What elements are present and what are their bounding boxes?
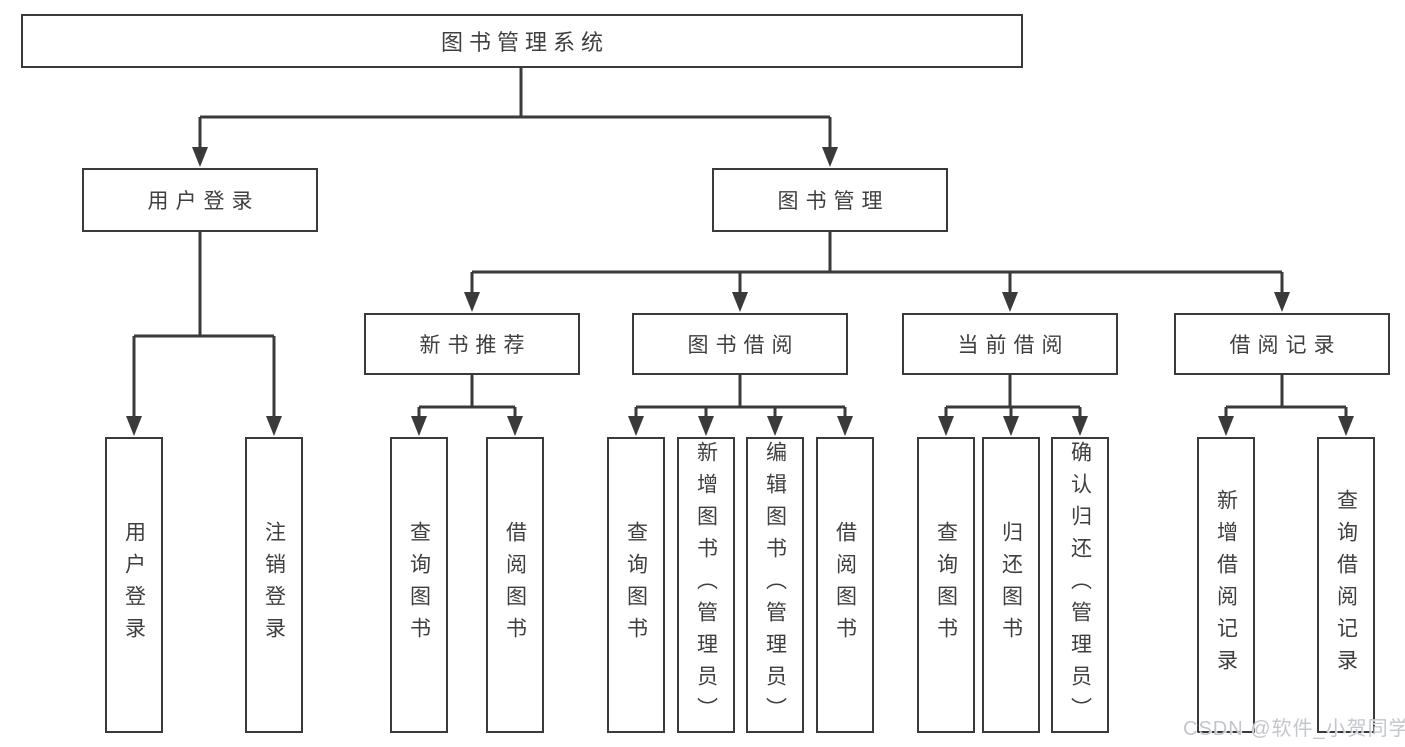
node-leaf-confirm-return-admin: 确认归还（管理员） — [1051, 437, 1109, 733]
node-borrow-record: 借阅记录 — [1174, 313, 1390, 375]
node-leaf-query-books-borrow: 查询图书 — [607, 437, 665, 733]
node-leaf-borrow-books-recommend: 借阅图书 — [486, 437, 544, 733]
node-book-management: 图书管理 — [712, 168, 948, 232]
node-leaf-return-books: 归还图书 — [982, 437, 1040, 733]
node-leaf-query-books-current: 查询图书 — [917, 437, 975, 733]
node-leaf-user-login: 用户登录 — [105, 437, 163, 733]
node-current-borrow: 当前借阅 — [902, 313, 1118, 375]
node-leaf-query-books-recommend: 查询图书 — [390, 437, 448, 733]
node-new-book-recommend: 新书推荐 — [364, 313, 580, 375]
node-book-borrow: 图书借阅 — [632, 313, 848, 375]
node-book-management-system: 图书管理系统 — [21, 14, 1023, 68]
node-leaf-add-borrow-record: 新增借阅记录 — [1197, 437, 1255, 733]
node-leaf-edit-books-admin: 编辑图书（管理员） — [746, 437, 804, 733]
arrowheads — [126, 147, 1354, 436]
node-leaf-add-books-admin: 新增图书（管理员） — [677, 437, 735, 733]
node-leaf-query-borrow-record: 查询借阅记录 — [1317, 437, 1375, 733]
node-user-login: 用户登录 — [82, 168, 318, 232]
watermark: CSDN @软件_小贺同学 — [1183, 718, 1405, 740]
node-leaf-borrow-books: 借阅图书 — [816, 437, 874, 733]
node-leaf-logout: 注销登录 — [245, 437, 303, 733]
